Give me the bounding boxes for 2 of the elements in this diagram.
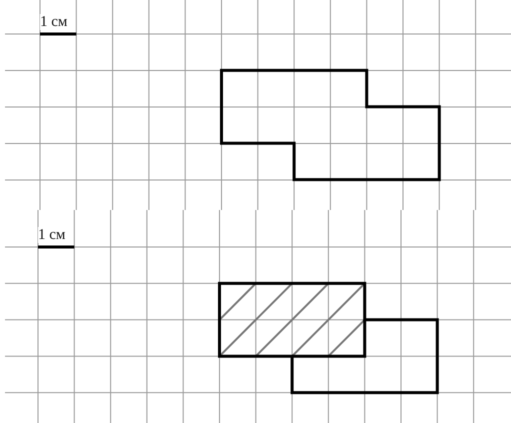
scale-label: 1 см	[38, 227, 66, 243]
scale-label: 1 см	[40, 14, 68, 30]
